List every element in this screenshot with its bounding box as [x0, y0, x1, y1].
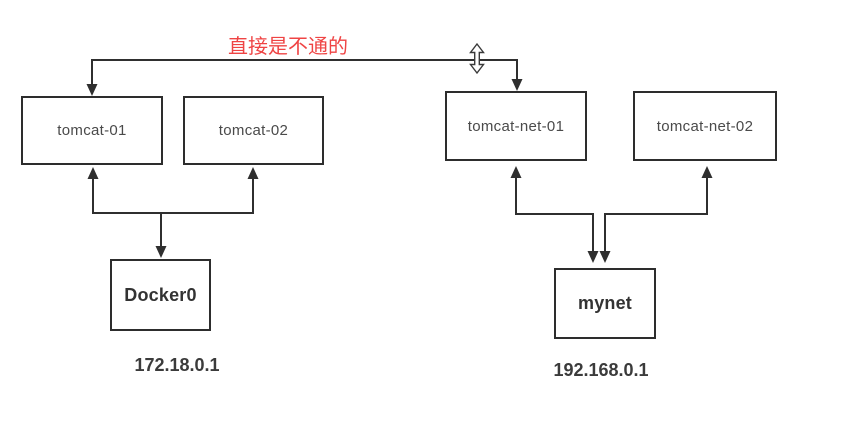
node-tomcat-net-01: tomcat-net-01 [445, 91, 587, 161]
connector-tomcat-net-02-to-mynet [604, 177, 708, 252]
arrowhead-into-tomcat-01-top [86, 84, 98, 96]
arrowhead-into-docker0 [155, 246, 167, 258]
arrowhead-into-tomcat-net-01-bottom [510, 166, 522, 178]
connector-top-link [91, 59, 518, 90]
arrowhead-into-tomcat-02-bottom [247, 167, 259, 179]
label-ip-mynet: 192.168.0.1 [553, 360, 649, 380]
node-docker0: Docker0 [110, 259, 211, 331]
node-tomcat-net-02: tomcat-net-02 [633, 91, 777, 161]
arrowhead-into-tomcat-net-01-top [511, 79, 523, 91]
vertical-resize-cursor-icon [469, 42, 485, 75]
node-mynet: mynet [554, 268, 656, 339]
label-ip-docker0: 172.18.0.1 [134, 355, 220, 375]
connector-tomcat-net-01-to-mynet [515, 177, 594, 252]
arrowhead-into-tomcat-net-02-bottom [701, 166, 713, 178]
connector-left-bridge [92, 178, 254, 214]
annotation-direct-unreachable: 直接是不通的 [228, 36, 348, 58]
node-tomcat-02: tomcat-02 [183, 96, 324, 165]
arrowhead-into-mynet-right [599, 251, 611, 263]
arrowhead-into-mynet-left [587, 251, 599, 263]
node-tomcat-01: tomcat-01 [21, 96, 163, 165]
arrowhead-into-tomcat-01-bottom [87, 167, 99, 179]
